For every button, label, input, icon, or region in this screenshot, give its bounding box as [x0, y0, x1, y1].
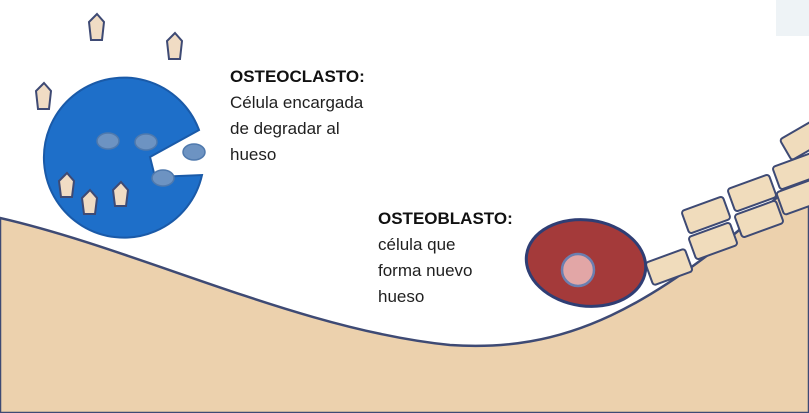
corner-panel	[776, 0, 809, 36]
osteoclast-desc-line: de degradar al	[230, 119, 340, 138]
new-bone-blocks	[645, 119, 809, 286]
osteoclast-desc-line: hueso	[230, 145, 277, 164]
osteoclast-title: OSTEOCLASTO:	[230, 67, 365, 86]
osteoblast-title: OSTEOBLASTO:	[378, 209, 513, 228]
osteoblast-desc-line: hueso	[378, 287, 425, 306]
bone-fragment	[57, 171, 76, 198]
osteoclast-nucleus	[151, 169, 175, 187]
bone-block	[727, 174, 777, 212]
osteoblast-desc-line: forma nuevo	[378, 261, 473, 280]
bone-fragment	[87, 12, 106, 41]
bone-block	[688, 222, 738, 260]
bone-fragment	[165, 31, 184, 60]
osteoclast-nucleus	[96, 132, 120, 150]
osteoclast-cell	[42, 76, 206, 239]
osteoblast-nucleus	[560, 252, 596, 288]
bone-block	[734, 200, 784, 238]
osteoclast-nucleus	[182, 143, 206, 161]
osteoclast-nucleus	[134, 133, 158, 151]
bone-fragment	[34, 81, 53, 110]
bone-fragment	[80, 188, 99, 215]
bone-block	[779, 119, 809, 161]
bone-block	[775, 178, 809, 216]
bone-fragment	[111, 180, 130, 207]
osteoblast-desc-line: célula que	[378, 235, 456, 254]
osteoblast-cell	[524, 218, 648, 308]
osteoclast-desc-line: Célula encargada	[230, 93, 364, 112]
osteoclast-label: OSTEOCLASTO: Célula encargada de degrada…	[230, 64, 365, 168]
osteoblast-label: OSTEOBLASTO: célula que forma nuevo hues…	[378, 206, 513, 310]
bone-block	[645, 248, 693, 286]
bone-block	[681, 196, 731, 234]
bone-fragments	[34, 12, 184, 215]
